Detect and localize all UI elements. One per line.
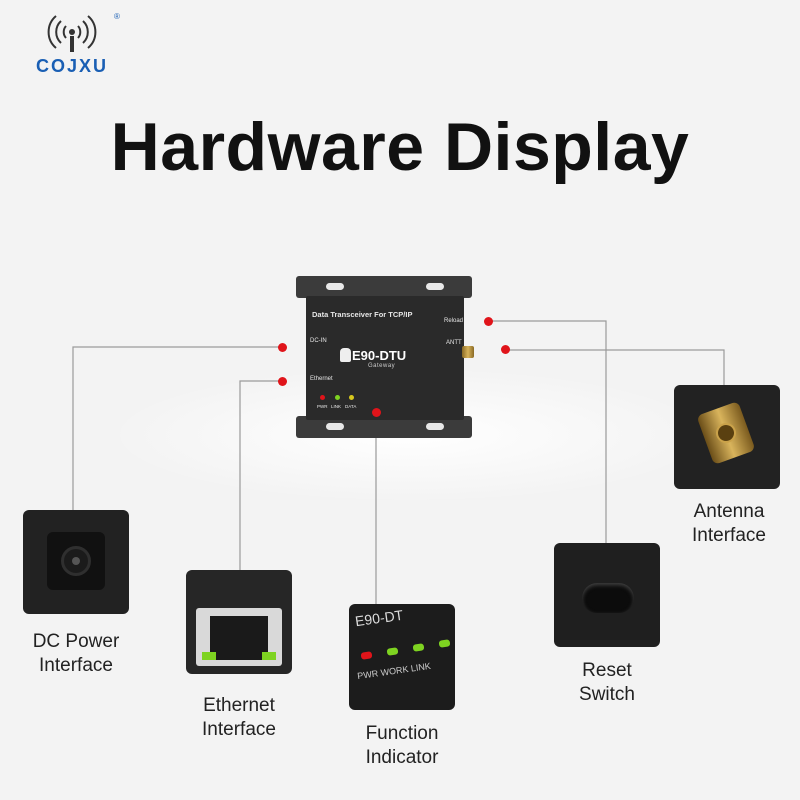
led-label-data: DATA: [345, 404, 357, 409]
ethernet-photo: [186, 570, 292, 674]
data-led-closeup: [438, 639, 451, 648]
antenna-connector-icon: [462, 346, 474, 358]
page-title: Hardware Display: [110, 109, 690, 185]
rj45-port-icon: [196, 608, 282, 666]
antenna-marker: [501, 345, 510, 354]
indicator-card-model: E90-DT: [354, 606, 405, 630]
brand-name: COJXU: [35, 56, 108, 76]
antenna-photo: [674, 385, 780, 489]
reset-switch-photo: [554, 543, 660, 647]
reload-label: Reload: [444, 318, 464, 324]
mounting-bracket-bottom: [296, 416, 472, 438]
dc-power-photo: [23, 510, 129, 614]
antt-label: ANTT: [446, 340, 462, 346]
reset-marker: [484, 317, 493, 326]
device-top-label: Data Transceiver For TCP/IP: [312, 310, 413, 319]
robot-mascot-icon: [340, 348, 351, 362]
pwr-led: [320, 395, 325, 400]
led-label-pwr: PWR: [317, 404, 328, 409]
pwr-led-closeup: [360, 651, 373, 660]
brand-logo: ® COJXU: [22, 10, 122, 80]
dc-in-label: DC-IN: [310, 338, 327, 344]
led-label-link: LINK: [331, 404, 342, 409]
data-led: [349, 395, 354, 400]
device-model: E90-DTU: [352, 348, 407, 363]
function-indicator-photo: E90-DT PWR WORK LINK: [349, 604, 455, 710]
device-body: Data Transceiver For TCP/IP DC-IN Ethern…: [306, 296, 464, 420]
mount-slot: [326, 283, 344, 290]
work-led-closeup: [386, 647, 399, 656]
sma-connector-icon: [696, 401, 756, 465]
dc-power-marker: [278, 343, 287, 352]
mount-slot: [426, 423, 444, 430]
mount-slot: [426, 283, 444, 290]
mounting-bracket-top: [296, 276, 472, 298]
link-led: [335, 395, 340, 400]
registered-mark: ®: [114, 12, 120, 21]
e90-dtu-device: Data Transceiver For TCP/IP DC-IN Ethern…: [292, 276, 478, 442]
indicator-card-leds: PWR WORK LINK: [356, 660, 432, 682]
ethernet-label: Ethernet: [310, 376, 333, 382]
device-sub: Gateway: [368, 363, 396, 369]
dc-jack-icon: [47, 532, 105, 590]
mount-slot: [326, 423, 344, 430]
ethernet-marker: [278, 377, 287, 386]
function-indicator-marker: [372, 408, 381, 417]
wireless-signal-icon: [47, 15, 97, 52]
reset-button-icon: [582, 583, 634, 613]
link-led-closeup: [412, 643, 425, 652]
